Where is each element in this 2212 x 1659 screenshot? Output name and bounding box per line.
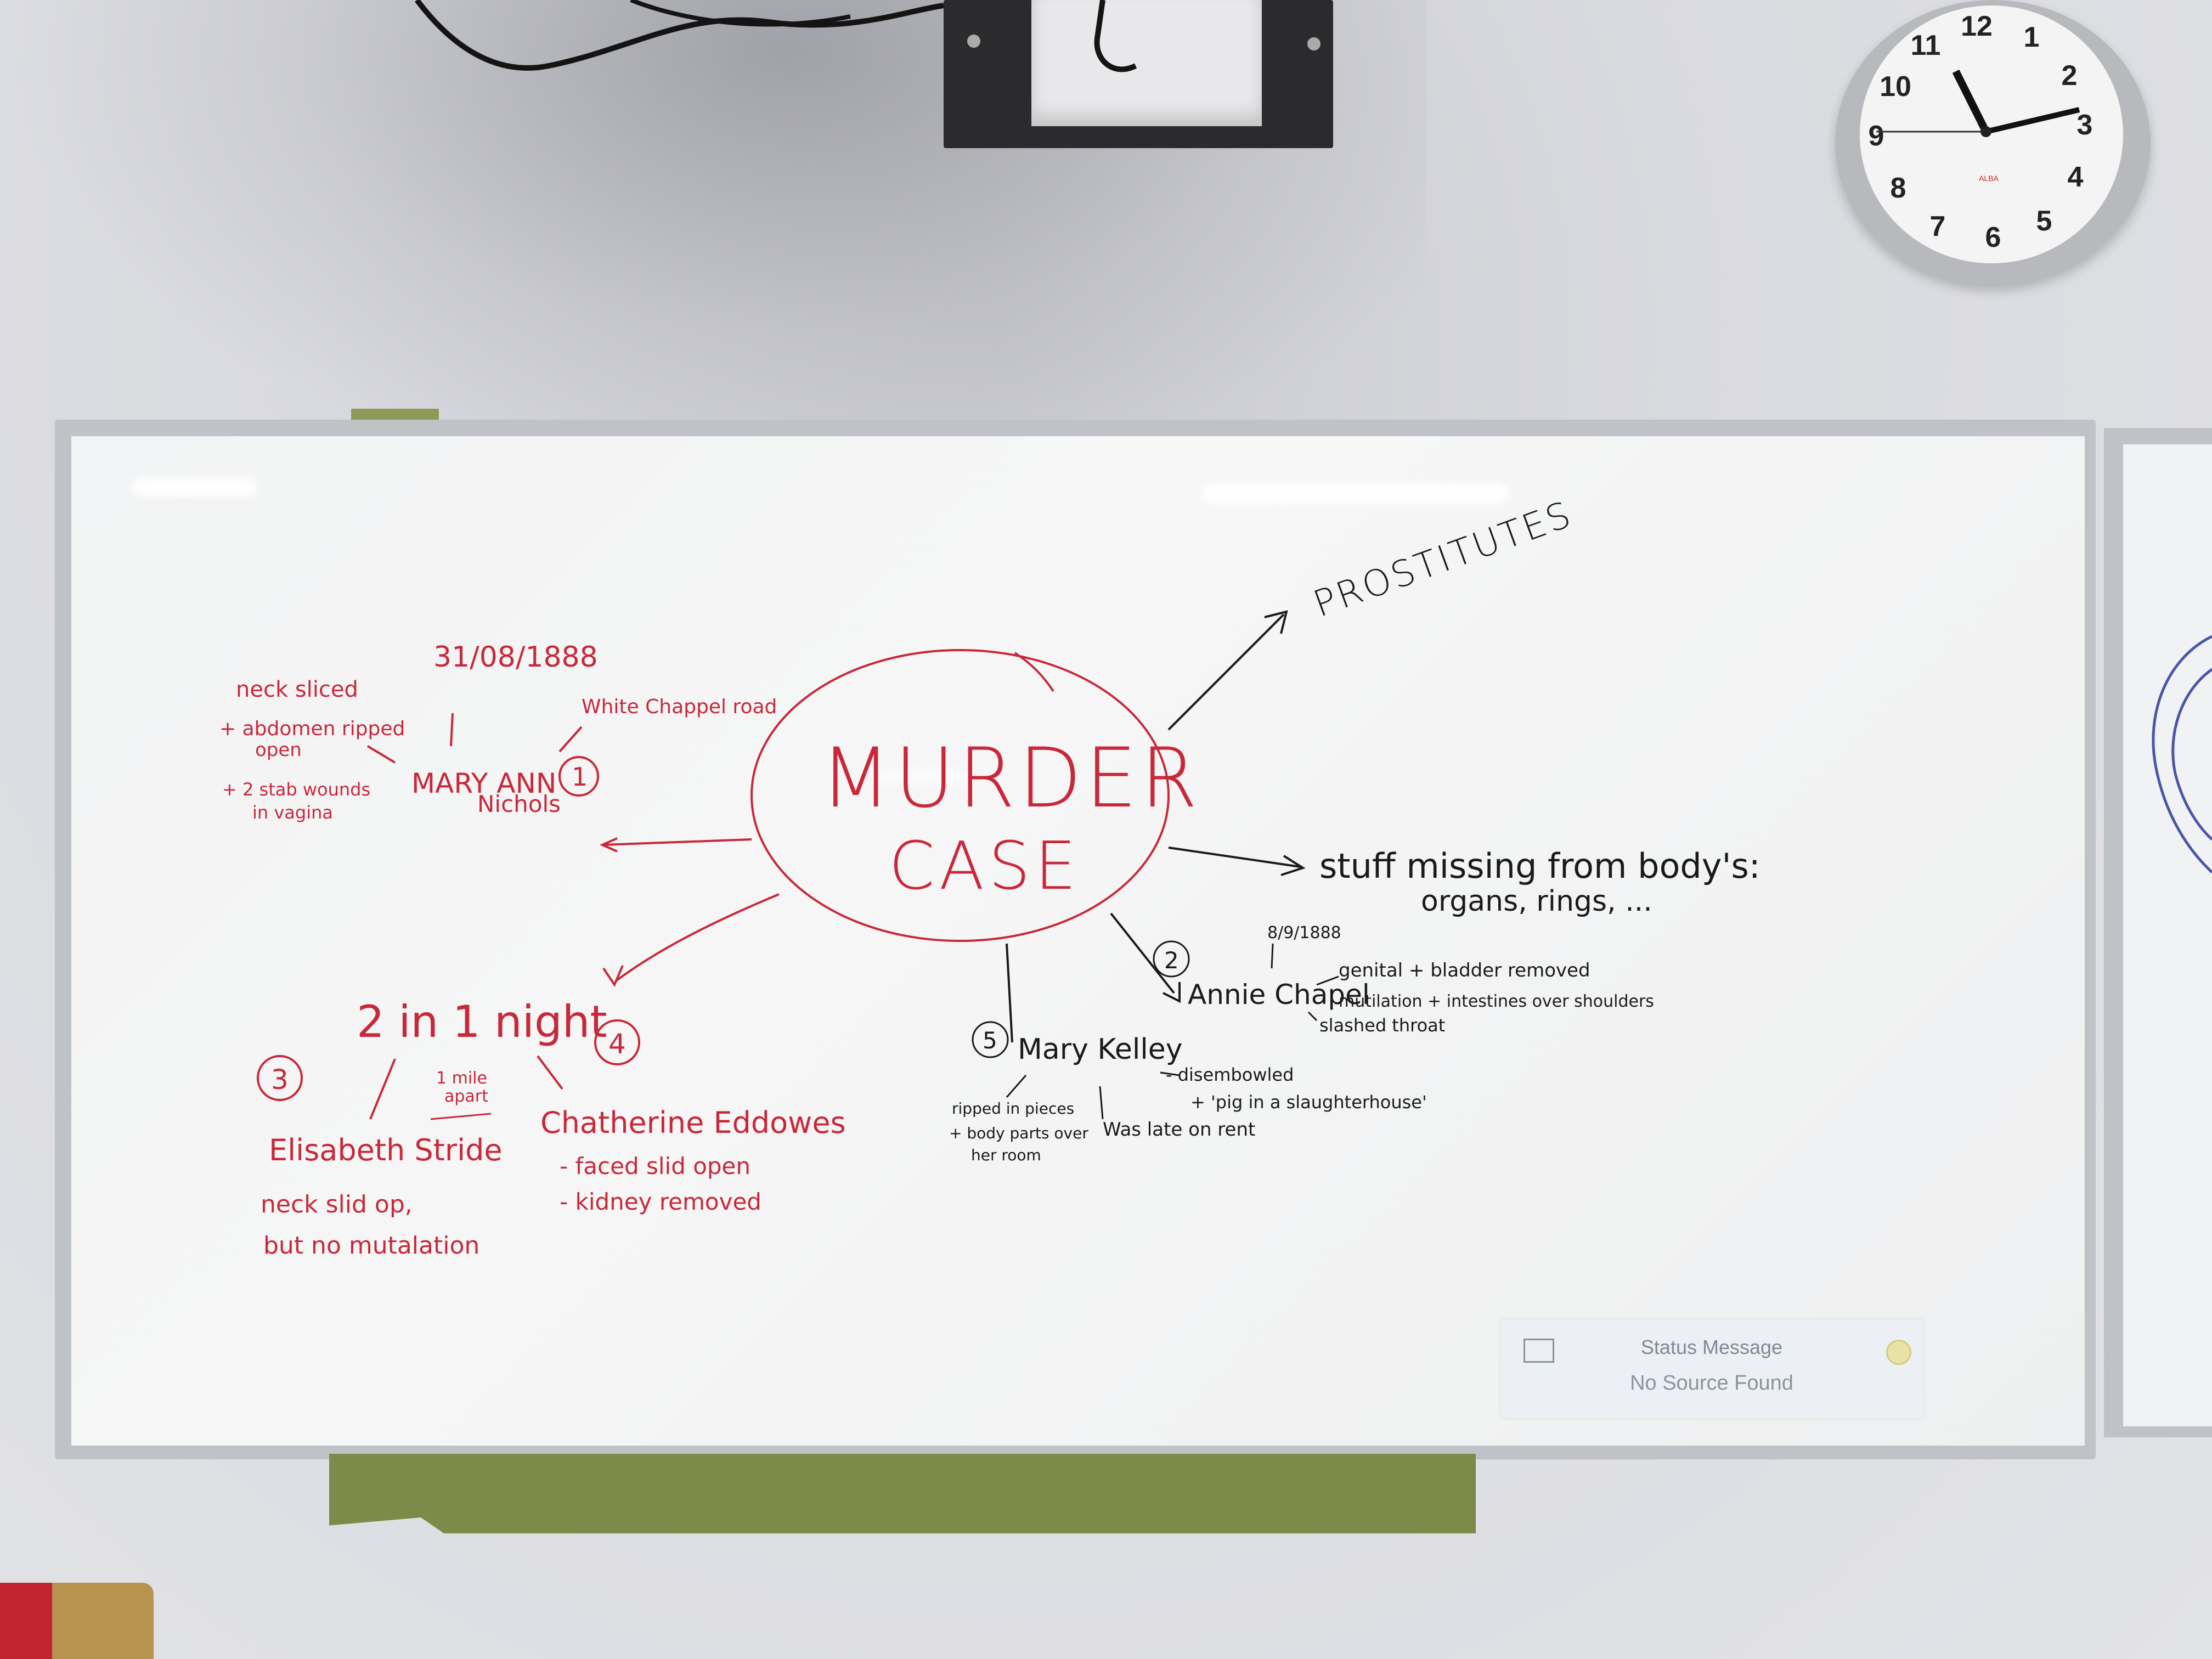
clock-hour-hand xyxy=(1952,69,1990,134)
prostitutes-label: PROSTITUTES xyxy=(1308,493,1578,625)
victim1-note-line2: + abdomen ripped xyxy=(219,718,405,740)
clock-number-9: 9 xyxy=(1869,120,1884,152)
victim5-note-line2: + 'pig in a slaughterhouse' xyxy=(1190,1092,1427,1113)
victim5-note-line6: Was late on rent xyxy=(1103,1119,1255,1141)
victim5-name: Mary Kelley xyxy=(1018,1033,1183,1066)
victim2-name: Annie Chapel xyxy=(1188,979,1370,1011)
clock-face xyxy=(1860,5,2123,263)
victim1-note-line4: + 2 stab wounds xyxy=(222,779,370,800)
victim4-number: 4 xyxy=(608,1028,626,1060)
victim3-note-line2: but no mutalation xyxy=(263,1232,479,1260)
victim4-note-line1: - faced slid open xyxy=(560,1153,751,1180)
mile-apart-line1: 1 mile xyxy=(436,1069,487,1088)
tape-bottom xyxy=(329,1454,1476,1533)
projector-status-overlay: Status Message No Source Found xyxy=(1500,1319,1923,1418)
status-title: Status Message xyxy=(1640,1336,1783,1358)
victim1-note-line1: neck sliced xyxy=(236,677,358,702)
two-in-one-night: 2 in 1 night xyxy=(357,996,607,1047)
victim1-note-line3: open xyxy=(255,739,302,761)
center-title-line2: CASE xyxy=(889,828,1081,905)
status-message: No Source Found xyxy=(1630,1372,1793,1395)
victim5-number: 5 xyxy=(983,1027,997,1054)
victim2-date: 8/9/1888 xyxy=(1267,923,1341,943)
line-to-victim5 xyxy=(1006,943,1013,1043)
second-whiteboard-surface xyxy=(2123,444,2212,1426)
whiteboard-surface xyxy=(71,436,2085,1446)
arrow-to-victim1 xyxy=(603,838,752,846)
stuff-missing-line2: organs, rings, ... xyxy=(1421,885,1652,918)
victim3-name: Elisabeth Stride xyxy=(269,1133,503,1167)
clock-number-2: 2 xyxy=(2062,60,2078,92)
clock-brand: ALBA xyxy=(1979,174,1999,183)
victim1-date: 31/08/1888 xyxy=(433,641,598,674)
victim2-note-line1: genital + bladder removed xyxy=(1339,960,1590,981)
victim1-location: White Chappel road xyxy=(582,696,777,718)
victim1-note-line5: in vagina xyxy=(252,802,333,823)
light-glare xyxy=(872,768,971,785)
blue-scribble xyxy=(2152,635,2212,873)
arrow-to-victim2 xyxy=(1110,912,1175,994)
clock-number-12: 12 xyxy=(1961,10,1993,42)
clock-number-6: 6 xyxy=(1985,222,2001,253)
victim2-note-line2: mutilation + intestines over shoulders xyxy=(1339,992,1654,1011)
arrow-to-prostitutes xyxy=(1167,613,1285,731)
victim5-note-line4: + body parts over xyxy=(949,1124,1088,1142)
arrow-to-stuff-missing xyxy=(1168,847,1301,868)
clock-number-11: 11 xyxy=(1911,30,1941,61)
victim5-note-line5: her room xyxy=(971,1146,1041,1164)
clock-number-1: 1 xyxy=(2024,21,2040,53)
no-source-icon xyxy=(1523,1339,1554,1363)
red-object xyxy=(0,1583,52,1659)
victim1-name-line2: Nichols xyxy=(477,791,561,817)
light-glare xyxy=(1201,483,1509,505)
projector xyxy=(1031,0,1262,126)
victim5-note-line1: - disembowled xyxy=(1166,1064,1294,1085)
victim2-number: 2 xyxy=(1164,947,1179,974)
light-glare xyxy=(132,477,258,497)
mile-apart-line2: apart xyxy=(444,1087,488,1106)
clock-number-7: 7 xyxy=(1930,211,1946,242)
center-title-line1: MURDER xyxy=(820,731,1201,826)
victim2-note-line3: slashed throat xyxy=(1319,1015,1445,1036)
center-ellipse xyxy=(751,649,1170,942)
clock-number-5: 5 xyxy=(2036,205,2052,237)
victim4-note-line2: - kidney removed xyxy=(560,1188,761,1215)
clock-number-4: 4 xyxy=(2068,161,2084,193)
victim1-name-line1: MARY ANN xyxy=(411,768,556,799)
stuff-missing-line1: stuff missing from body's: xyxy=(1319,846,1760,886)
clock-number-10: 10 xyxy=(1880,71,1911,103)
victim5-note-line3: ripped in pieces xyxy=(952,1099,1074,1118)
victim3-note-line1: neck slid op, xyxy=(261,1190,413,1218)
clock-number-3: 3 xyxy=(2077,109,2093,141)
status-indicator-icon xyxy=(1886,1340,1911,1365)
victim1-number: 1 xyxy=(572,762,588,792)
victim4-name: Chatherine Eddowes xyxy=(540,1105,846,1140)
clock-minute-hand xyxy=(1985,107,2080,134)
victim3-number: 3 xyxy=(271,1064,289,1096)
arrow-to-2in1night xyxy=(613,893,780,983)
clock-number-8: 8 xyxy=(1891,172,1906,204)
